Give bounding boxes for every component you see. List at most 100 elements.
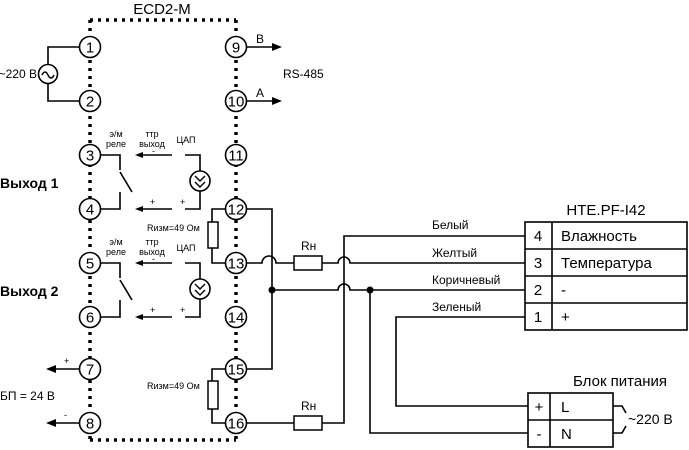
terminal-4: 4: [78, 197, 102, 221]
ttr-plus: +: [150, 305, 155, 315]
ttr-label-1: ттр: [145, 237, 158, 247]
relay-label-1: э/м: [109, 237, 122, 247]
rs485-a-label: A: [256, 86, 264, 100]
sensor-pin: 4: [534, 228, 542, 245]
sensor-pin-label: -: [561, 282, 566, 299]
line-resistor-1: [293, 255, 323, 271]
svg-text:6: 6: [86, 310, 94, 327]
external-wiring: Rн Rн Белый Желтый Коричневый Зеленый: [245, 208, 528, 434]
power-unit-row: - N: [537, 426, 572, 443]
power-unit-row: + L: [535, 399, 570, 416]
measure-resistor-2: [207, 380, 219, 410]
terminal-3: 3: [78, 143, 102, 167]
svg-text:10: 10: [228, 94, 245, 111]
power-plus: +: [64, 356, 69, 366]
power-unit-title: Блок питания: [573, 373, 667, 390]
svg-text:8: 8: [86, 416, 94, 433]
sensor-row: 3 Температура: [534, 255, 653, 272]
svg-text:5: 5: [86, 256, 94, 273]
svg-text:11: 11: [228, 148, 244, 165]
wire-label-green: Зеленый: [432, 300, 481, 314]
svg-text:16: 16: [228, 416, 245, 433]
mains-input: ~220 В: [0, 46, 80, 102]
ttr-label-2: выход: [139, 139, 165, 149]
sensor-block: HTE.PF-I42 4 Влажность 3 Температура 2 -…: [524, 202, 688, 331]
mains-label: ~220 В: [0, 67, 37, 81]
power-unit-label: L: [561, 399, 569, 416]
power-minus: -: [64, 410, 67, 420]
power-unit-pol: +: [535, 399, 544, 416]
terminal-10: 10: [224, 89, 248, 113]
svg-text:15: 15: [228, 362, 245, 379]
terminal-1: 1: [78, 35, 102, 59]
svg-text:2: 2: [86, 94, 94, 111]
rs485-lines: B A RS-485: [246, 32, 324, 105]
terminal-2: 2: [78, 89, 102, 113]
power-unit-supply-label: ~220 В: [628, 411, 673, 427]
dac-label: ЦАП: [176, 243, 195, 253]
svg-text:13: 13: [228, 256, 245, 273]
power-24v: + - БП = 24 В: [0, 356, 80, 427]
ttr-label-1: ттр: [145, 129, 158, 139]
svg-text:3: 3: [86, 148, 94, 165]
terminal-15: 15: [224, 357, 248, 381]
relay-label-2: реле: [106, 247, 126, 257]
relay-label-1: э/м: [109, 129, 122, 139]
dac-plus: +: [180, 305, 185, 315]
ttr-minus: -: [152, 146, 155, 156]
power-unit-pol: -: [537, 426, 542, 443]
output-1-block: Выход 1 э/м реле ттр выход ЦАП - + + Rиз…: [0, 129, 228, 264]
svg-text:7: 7: [86, 362, 94, 379]
sensor-row: 1 +: [534, 309, 570, 326]
terminal-9: 9: [224, 35, 248, 59]
svg-text:14: 14: [228, 310, 245, 327]
line-resistor-2: [293, 415, 323, 431]
svg-text:9: 9: [232, 40, 240, 57]
terminal-6: 6: [78, 305, 102, 329]
power-unit-block: Блок питания + L - N ~220 В: [527, 373, 673, 448]
output-2-label: Выход 2: [0, 283, 59, 299]
sensor-row: 2 -: [534, 282, 566, 299]
terminal-12: 12: [224, 197, 248, 221]
sensor-pin-label: +: [561, 309, 570, 326]
line-resistor-1-label: Rн: [301, 239, 316, 253]
output-1-label: Выход 1: [0, 175, 59, 191]
wire-label-yellow: Желтый: [432, 246, 477, 260]
wire-label-brown: Коричневый: [432, 273, 500, 287]
ttr-label-2: выход: [139, 247, 165, 257]
terminal-block: 1 2 3 4 5 6 7 8 9 10 11 12 13 14 15 16: [78, 35, 248, 435]
measure-resistor-1-label: Rизм=49 Ом: [147, 223, 200, 233]
relay-label-2: реле: [106, 139, 126, 149]
sensor-title: HTE.PF-I42: [566, 202, 645, 219]
rs485-b-label: B: [256, 32, 264, 46]
terminal-16: 16: [224, 411, 248, 435]
sensor-pin: 3: [534, 255, 542, 272]
terminal-8: 8: [78, 411, 102, 435]
sensor-pin-label: Влажность: [561, 228, 637, 245]
ttr-minus: -: [152, 254, 155, 264]
ttr-plus: +: [150, 197, 155, 207]
terminal-14: 14: [224, 305, 248, 329]
terminal-13: 13: [224, 251, 248, 275]
dac-label: ЦАП: [176, 135, 195, 145]
dac-plus: +: [180, 197, 185, 207]
sensor-pin: 2: [534, 282, 542, 299]
measure-resistor-2-group: Rизм=49 Ом: [147, 368, 228, 424]
sensor-row: 4 Влажность: [534, 228, 637, 245]
line-resistor-2-label: Rн: [301, 399, 316, 413]
measure-resistor-1: [207, 221, 219, 249]
svg-text:4: 4: [86, 202, 94, 219]
wire-label-white: Белый: [432, 218, 468, 232]
power-unit-label: N: [561, 426, 572, 443]
sensor-pin: 1: [534, 309, 542, 326]
svg-text:12: 12: [228, 202, 245, 219]
measure-resistor-2-label: Rизм=49 Ом: [147, 381, 200, 391]
device-title: ECD2-M: [133, 1, 191, 18]
sensor-pin-label: Температура: [561, 255, 653, 272]
terminal-7: 7: [78, 357, 102, 381]
rs485-label: RS-485: [283, 67, 324, 81]
output-2-block: Выход 2 э/м реле ттр выход ЦАП - + +: [0, 237, 211, 320]
terminal-5: 5: [78, 251, 102, 275]
